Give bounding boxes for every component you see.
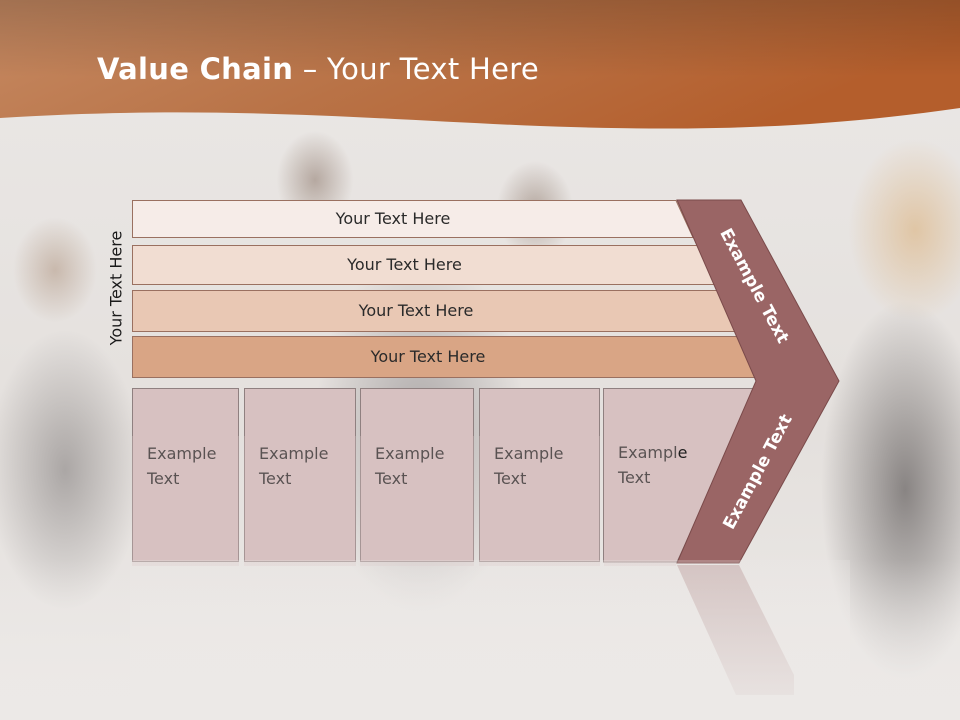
primary-box-2-label: Example Text: [259, 444, 329, 488]
primary-box-5[interactable]: Example Text: [604, 388, 687, 562]
primary-box-1-label: Example Text: [147, 444, 217, 488]
support-bar-4-label: Your Text Here: [370, 347, 486, 366]
primary-box-4[interactable]: Example Text: [479, 388, 600, 562]
primary-box-1[interactable]: Example Text: [132, 388, 239, 562]
support-bar-4[interactable]: Your Text Here: [132, 336, 764, 378]
support-bar-2-label: Your Text Here: [347, 255, 462, 274]
slide-title-bold: Value Chain: [97, 52, 294, 86]
primary-box-4-label: Example Text: [494, 444, 564, 488]
primary-box-5-label: Example Text: [618, 443, 688, 487]
vertical-side-label: Your Text Here: [106, 230, 126, 346]
slide-title: Value Chain – Your Text Here: [97, 52, 539, 86]
primary-box-3[interactable]: Example Text: [360, 388, 474, 562]
primary-box-2[interactable]: Example Text: [244, 388, 356, 562]
primary-box-3-label: Example Text: [375, 444, 445, 488]
margin-chevron[interactable]: [676, 199, 842, 565]
support-bar-2[interactable]: Your Text Here: [132, 245, 717, 285]
header-band: [0, 0, 960, 129]
reflection-fade: [130, 560, 850, 720]
slide-title-rest: – Your Text Here: [293, 52, 539, 86]
support-bar-3-label: Your Text Here: [358, 301, 474, 320]
support-bar-1-label: Your Text Here: [335, 209, 451, 228]
support-bar-1[interactable]: Your Text Here: [132, 200, 694, 238]
support-bar-3[interactable]: Your Text Here: [132, 290, 740, 332]
